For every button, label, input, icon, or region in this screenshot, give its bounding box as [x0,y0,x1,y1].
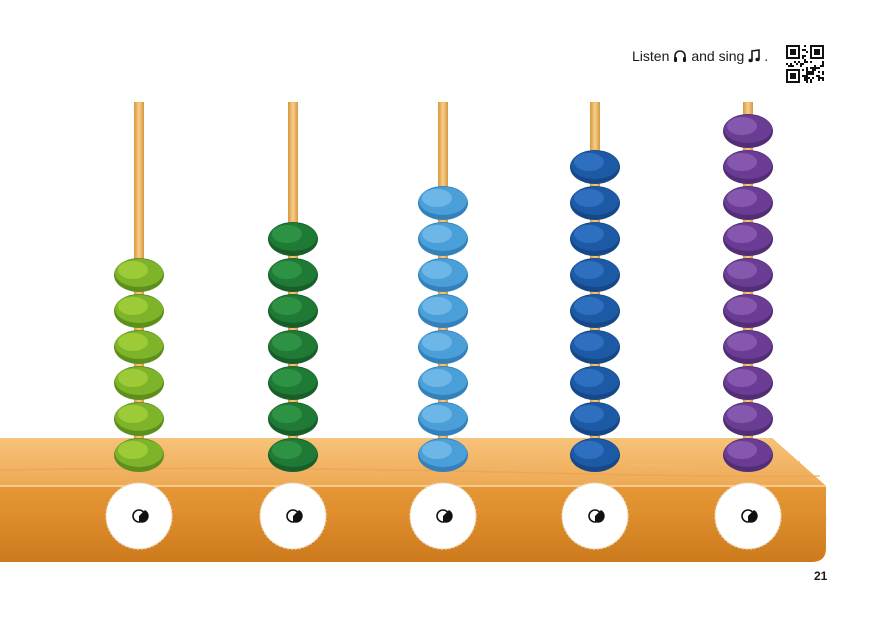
audio-play-icon [436,509,453,523]
qr-code-icon[interactable] [786,45,824,83]
bead[interactable] [570,294,620,328]
bead[interactable] [570,402,620,436]
rod-1 [105,102,173,550]
listen-label: Listen [632,48,670,64]
audio-play-icon [741,509,758,523]
audio-play-icon [132,509,149,523]
disc-hotspot-1[interactable] [105,482,173,550]
music-note-icon [748,49,761,63]
audio-play-icon [588,509,605,523]
end-punctuation: . [764,48,769,64]
rod-2 [259,102,327,550]
disc-hotspot-2[interactable] [259,482,327,550]
bead[interactable] [418,402,468,436]
disc-hotspot-5[interactable] [714,482,782,550]
bead[interactable] [418,258,468,292]
bead[interactable] [418,438,468,472]
bead[interactable] [570,186,620,220]
bead[interactable] [268,366,318,400]
bead[interactable] [723,294,773,328]
bead[interactable] [268,222,318,256]
rod-3 [409,102,477,550]
rod-5 [714,102,782,550]
bead[interactable] [268,330,318,364]
bead[interactable] [114,438,164,472]
bead[interactable] [114,294,164,328]
instruction: Listen and sing . [632,48,768,64]
bead[interactable] [418,294,468,328]
bead[interactable] [723,402,773,436]
bead[interactable] [418,366,468,400]
bead[interactable] [114,402,164,436]
disc-hotspot-3[interactable] [409,482,477,550]
bead[interactable] [114,330,164,364]
bead[interactable] [268,438,318,472]
answer-disc[interactable] [714,482,782,550]
answer-disc[interactable] [105,482,173,550]
bead[interactable] [723,150,773,184]
bead[interactable] [723,222,773,256]
bead[interactable] [418,330,468,364]
bead[interactable] [268,402,318,436]
bead[interactable] [723,186,773,220]
bead[interactable] [570,366,620,400]
bead[interactable] [570,438,620,472]
bead[interactable] [570,258,620,292]
bead[interactable] [723,258,773,292]
bead[interactable] [723,366,773,400]
bead[interactable] [114,258,164,292]
answer-disc[interactable] [561,482,629,550]
bead[interactable] [114,366,164,400]
headphones-icon [674,50,687,62]
bead[interactable] [570,222,620,256]
bead[interactable] [418,186,468,220]
answer-disc[interactable] [409,482,477,550]
bead[interactable] [723,330,773,364]
bead[interactable] [723,438,773,472]
bead[interactable] [418,222,468,256]
bead[interactable] [570,330,620,364]
page-number: 21 [814,569,828,583]
bead[interactable] [723,114,773,148]
answer-disc[interactable] [259,482,327,550]
sing-label: and sing [691,48,745,64]
audio-play-icon [286,509,303,523]
bead[interactable] [570,150,620,184]
bead[interactable] [268,258,318,292]
rod-4 [561,102,629,550]
bead[interactable] [268,294,318,328]
disc-hotspot-4[interactable] [561,482,629,550]
